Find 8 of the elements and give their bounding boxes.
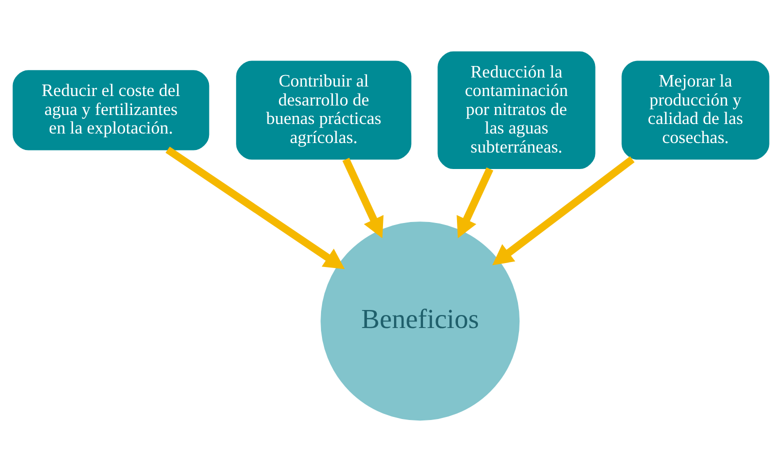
node-box: Mejorar la producción y calidad de las cosechas. [622, 60, 770, 160]
node-box: Reducción la contaminación por nitratos de las aguas subterráneas. [438, 50, 596, 169]
arrow [342, 157, 384, 238]
node-box: Contribuir al desarrollo de buenas prácticas agrícolas. [236, 60, 412, 160]
arrow [456, 166, 494, 238]
node-box: Reducir el coste del agua y fertilizantes en la explotación. [12, 70, 210, 150]
arrow [166, 146, 345, 269]
arrow [492, 156, 635, 265]
